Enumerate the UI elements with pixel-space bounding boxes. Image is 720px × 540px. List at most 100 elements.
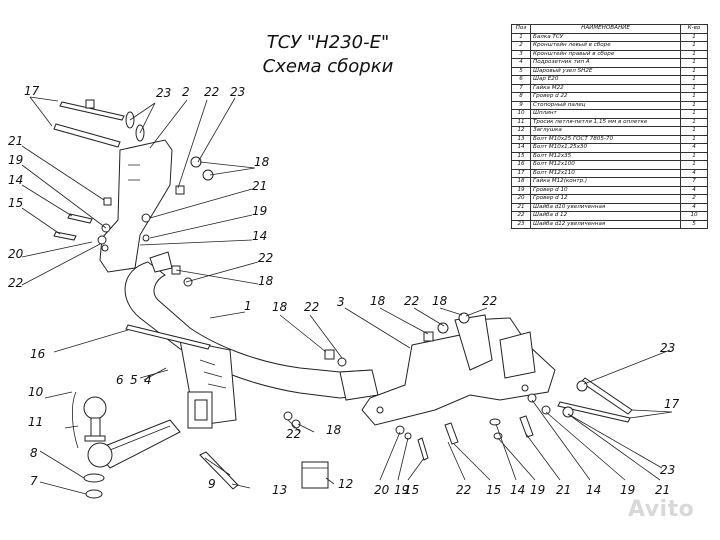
cell-qty: 1 <box>680 32 708 42</box>
callout-10: 10 <box>28 385 44 399</box>
callout-19: 19 <box>252 204 267 218</box>
callout-18: 18 <box>254 155 270 169</box>
callout-19: 19 <box>8 153 23 167</box>
cell-pos: 17 <box>511 168 531 178</box>
cell-qty: 1 <box>680 83 708 93</box>
cell-pos: 21 <box>511 202 531 212</box>
cell-name: Шайба d10 увеличенная <box>530 202 681 212</box>
callout-7: 7 <box>30 474 38 488</box>
callout-16: 16 <box>30 347 46 361</box>
left-bracket <box>99 139 173 273</box>
cell-qty: 4 <box>680 185 708 195</box>
cell-name: Балка ТСУ <box>530 32 681 42</box>
cell-pos: 6 <box>511 75 531 85</box>
callout-23: 23 <box>230 85 245 99</box>
cell-pos: 19 <box>511 185 531 195</box>
callout-17: 17 <box>24 84 40 98</box>
callout-14: 14 <box>8 173 23 187</box>
cell-name: Болт М12х35 <box>530 151 681 161</box>
tow-beam <box>124 251 379 429</box>
callout-11: 11 <box>28 415 43 429</box>
cell-pos: 8 <box>511 92 531 102</box>
callout-21: 21 <box>8 134 23 148</box>
cell-pos: 14 <box>511 143 531 153</box>
callout-18: 18 <box>272 300 288 314</box>
callout-23: 23 <box>660 341 675 355</box>
cell-name: Гровер d 22 <box>530 92 681 102</box>
callout-14: 14 <box>510 483 525 497</box>
callout-5: 5 <box>130 373 138 387</box>
cell-qty: 1 <box>680 126 708 136</box>
cell-pos: 1 <box>511 32 531 42</box>
cell-pos: 10 <box>511 109 531 119</box>
cell-name: Болт М12х110 <box>530 168 681 178</box>
callout-20: 20 <box>374 483 390 497</box>
cell-qty: 4 <box>680 168 708 178</box>
parts-table-header: Поз НАИМЕНОВАНИЕ К-во <box>511 24 708 34</box>
callout-20: 20 <box>8 247 24 261</box>
cell-qty: 1 <box>680 58 708 68</box>
callout-22: 22 <box>258 251 273 265</box>
cell-name: Гайка М22 <box>530 83 681 93</box>
cell-qty: 4 <box>680 202 708 212</box>
callout-8: 8 <box>30 446 38 460</box>
callout-22: 22 <box>204 85 219 99</box>
diagram-title: ТСУ "H230-E" <box>266 32 390 53</box>
cell-name: Кронштейн правый в сборе <box>530 49 681 59</box>
cell-qty: 1 <box>680 41 708 51</box>
ball-hitch <box>72 391 181 499</box>
cell-pos: 13 <box>511 134 531 144</box>
cell-pos: 22 <box>511 211 531 221</box>
cell-name: Болт М12х100 <box>530 160 681 170</box>
cell-name: Шайба d 12 <box>530 211 681 221</box>
cell-qty: 10 <box>680 211 708 221</box>
cell-name: Гайка М12(контр.) <box>530 177 681 187</box>
callout-14: 14 <box>252 229 267 243</box>
callout-19: 19 <box>394 483 409 497</box>
callout-1: 1 <box>244 299 252 313</box>
cell-name: Шплинт <box>530 109 681 119</box>
cell-pos: 23 <box>511 219 531 229</box>
callout-6: 6 <box>116 373 124 387</box>
cell-name: Шаровый узел SH2E <box>530 66 681 76</box>
callout-22: 22 <box>482 294 497 308</box>
cell-qty: 7 <box>680 177 708 187</box>
cell-name: Гровер d 10 <box>530 185 681 195</box>
callout-3: 3 <box>337 295 345 309</box>
callout-labels: 17 23 2 22 23 18 21 19 14 21 19 14 15 20… <box>8 84 680 497</box>
cell-name: Шар E20 <box>530 75 681 85</box>
cell-qty: 1 <box>680 100 708 110</box>
right-bracket <box>361 314 556 426</box>
callout-21: 21 <box>655 483 670 497</box>
cell-name: Заглушка <box>530 126 681 136</box>
header-name: НАИМЕНОВАНИЕ <box>530 24 681 34</box>
cell-name: Гровер d 12 <box>530 194 681 204</box>
cell-pos: 4 <box>511 58 531 68</box>
callout-22: 22 <box>8 276 23 290</box>
cell-qty: 1 <box>680 117 708 127</box>
cell-name: Тросик петля-петля 1,15 мм в оплетке <box>530 117 681 127</box>
cell-qty: 1 <box>680 75 708 85</box>
bolts-17 <box>53 99 633 423</box>
callout-19: 19 <box>620 483 635 497</box>
cell-pos: 2 <box>511 41 531 51</box>
cell-qty: 1 <box>680 109 708 119</box>
callout-9: 9 <box>208 477 216 491</box>
cell-qty: 5 <box>680 219 708 229</box>
cell-pos: 18 <box>511 177 531 187</box>
cell-qty: 1 <box>680 92 708 102</box>
callout-22: 22 <box>304 300 319 314</box>
